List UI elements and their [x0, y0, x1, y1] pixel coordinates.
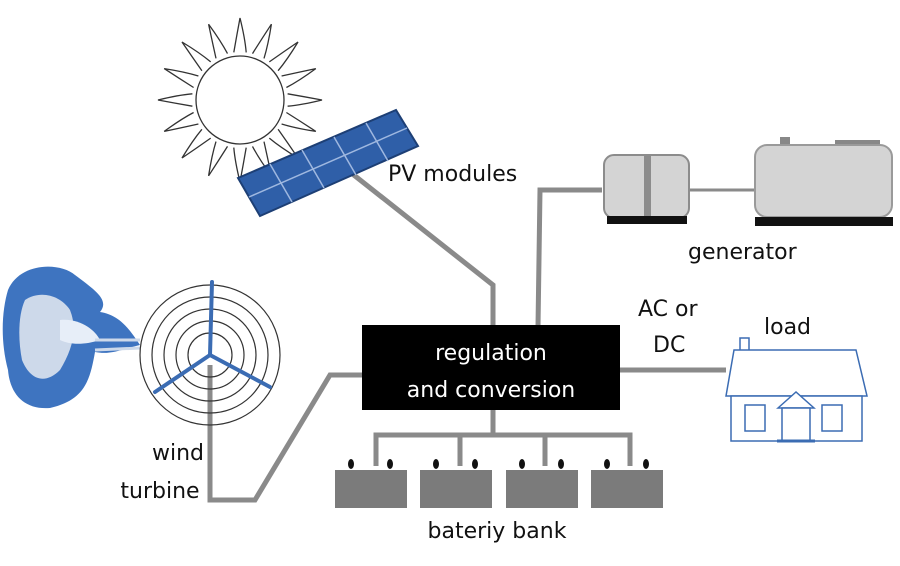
wind-label: wind — [152, 441, 204, 466]
house-icon — [725, 337, 868, 443]
battery-bank — [335, 459, 663, 508]
wire-pv-to-controller — [348, 170, 496, 327]
turbine-label: turbine — [120, 479, 199, 504]
battery-terminal — [643, 459, 649, 469]
wire-turbine-to-controller — [207, 365, 364, 503]
wire-generator-to-controller — [535, 187, 602, 328]
load-label: load — [764, 315, 811, 340]
pv-panel-icon — [236, 108, 420, 218]
regulation-and-conversion-box — [362, 325, 620, 410]
connection-wires — [207, 170, 756, 503]
battery-bus — [373, 432, 633, 466]
battery-terminal — [558, 459, 564, 469]
battery-icon — [591, 459, 663, 508]
generator-label: generator — [688, 240, 798, 265]
pv-modules-label: PV modules — [388, 162, 517, 187]
generator-icon — [603, 137, 893, 226]
battery-terminal — [519, 459, 525, 469]
battery-terminal — [433, 459, 439, 469]
battery-terminal — [472, 459, 478, 469]
battery-icon — [506, 459, 578, 508]
wind-turbine-icon — [139, 280, 281, 426]
wind-god-face-icon — [2, 266, 141, 409]
ac-or-label: AC or — [638, 297, 698, 322]
battery-icon — [335, 459, 407, 508]
dc-label: DC — [653, 333, 685, 358]
battery-bank-label: bateriy bank — [428, 519, 567, 544]
battery-terminal — [387, 459, 393, 469]
battery-icon — [420, 459, 492, 508]
battery-terminal — [348, 459, 354, 469]
battery-terminal — [604, 459, 610, 469]
regulation-label-line2: and conversion — [407, 378, 575, 403]
regulation-label-line1: regulation — [435, 341, 547, 366]
